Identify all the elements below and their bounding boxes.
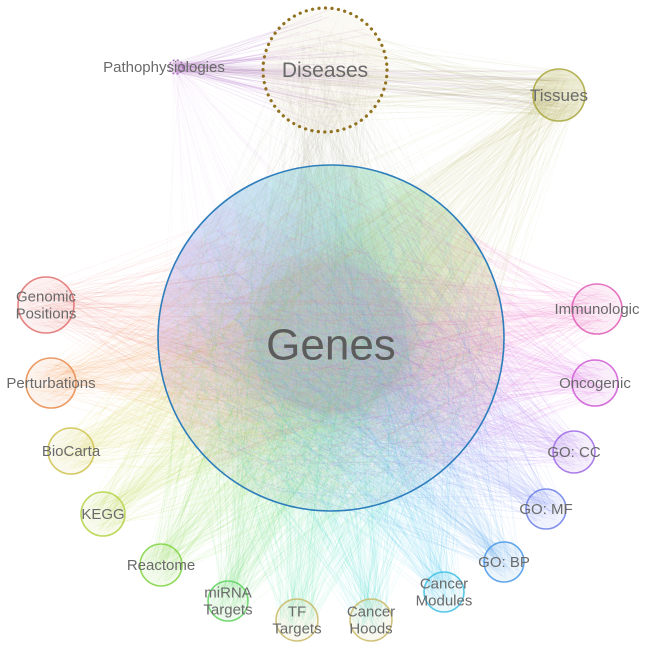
node-label-go-bp: GO: BP: [478, 554, 530, 571]
edge-bundle-diseases-genes: [162, 19, 503, 506]
node-circle-tf-targets[interactable]: [275, 598, 319, 642]
node-circle-go-cc[interactable]: [552, 430, 596, 474]
edge-fan-perturbations: [51, 204, 504, 430]
node-circle-immunologic[interactable]: [571, 283, 623, 335]
node-label-tissues: Tissues: [530, 86, 588, 105]
edge-layer: [22, 8, 619, 637]
node-circle-tissues[interactable]: [532, 68, 586, 122]
node-circle-cancer-modules[interactable]: [423, 571, 465, 613]
edge-bundle-reactome-genes: [143, 167, 498, 582]
edge-bundle-diseases-tissues: [273, 24, 583, 123]
node-layer: [17, 6, 623, 642]
edge-fan-reactome: [161, 165, 501, 565]
edge-bundle-go-mf-genes: [162, 169, 563, 527]
node-label-oncogenic: Oncogenic: [559, 375, 631, 392]
edge-fan-genomic-positions: [46, 239, 504, 467]
edge-fan-immunologic: [158, 238, 597, 466]
node-circle-oncogenic[interactable]: [571, 359, 619, 407]
node-circle-go-bp[interactable]: [483, 541, 525, 583]
edge-bundle-go-bp-genes: [161, 193, 521, 579]
node-label-biocarta: BioCarta: [42, 443, 101, 460]
edge-bundle-tf-targets-genes: [170, 166, 501, 637]
node-circle-diseases[interactable]: [261, 6, 389, 134]
edge-bundle-tissues-genes: [161, 72, 582, 508]
node-label-genes: Genes: [266, 321, 396, 370]
node-label-go-mf: GO: MF: [519, 501, 572, 518]
edge-fan-go-bp: [161, 165, 504, 563]
edge-bundle-oncogenic-genes: [172, 179, 614, 504]
edge-bundle-immunologic-genes: [169, 173, 619, 493]
node-circle-pathophysiologies[interactable]: [168, 59, 184, 75]
edge-fan-mirna-targets: [228, 165, 485, 602]
edge-bundle-cancer-hoods-genes: [167, 185, 494, 637]
node-label-kegg: KEGG: [81, 506, 124, 523]
edge-fan-kegg: [103, 168, 504, 514]
edge-bundle-pathophysiologies-diseases: [170, 8, 379, 129]
edge-bundle-go-cc-genes: [159, 176, 592, 505]
edge-bundle-genomic-positions-genes: [22, 171, 492, 504]
edge-bundle-cancer-modules-genes: [177, 169, 503, 608]
node-label-reactome: Reactome: [127, 557, 195, 574]
edge-fan-tissues: [158, 95, 560, 511]
node-label-diseases: Diseases: [282, 59, 368, 82]
edge-fan-biocarta: [71, 181, 504, 451]
node-circle-perturbations[interactable]: [25, 357, 77, 409]
node-circle-reactome[interactable]: [139, 543, 183, 587]
edge-bundle-perturbations-genes: [31, 168, 474, 502]
edge-fan-oncogenic: [158, 203, 595, 429]
node-circle-genes[interactable]: [157, 164, 505, 512]
edge-bundle-pathophysiologies-tissues: [170, 61, 584, 113]
node-circle-biocarta[interactable]: [47, 427, 95, 475]
edge-fan-go-mf: [158, 167, 546, 510]
edge-bundle-pathophysiologies-genes: [159, 61, 495, 496]
edge-fan-go-cc: [158, 179, 574, 452]
edge-bundle-biocarta-genes: [51, 174, 497, 505]
node-circle-cancer-hoods[interactable]: [349, 598, 393, 642]
node-label-pathophysiologies: Pathophysiologies: [103, 59, 225, 76]
node-circle-go-mf[interactable]: [525, 488, 567, 530]
label-layer: Genes Pathophysiologies DiseasesTissuesGen…: [6, 59, 640, 638]
node-label-perturbations: Perturbations: [6, 375, 95, 392]
node-circle-mirna-targets[interactable]: [207, 580, 249, 622]
node-circle-kegg[interactable]: [80, 491, 126, 537]
edge-fan-cancer-modules: [173, 165, 444, 592]
node-label-go-cc: GO: CC: [547, 444, 601, 461]
node-label-immunologic: Immunologic: [554, 301, 640, 318]
node-circle-genomic-positions[interactable]: [17, 276, 75, 334]
edge-bundle-mirna-targets-genes: [174, 168, 493, 617]
